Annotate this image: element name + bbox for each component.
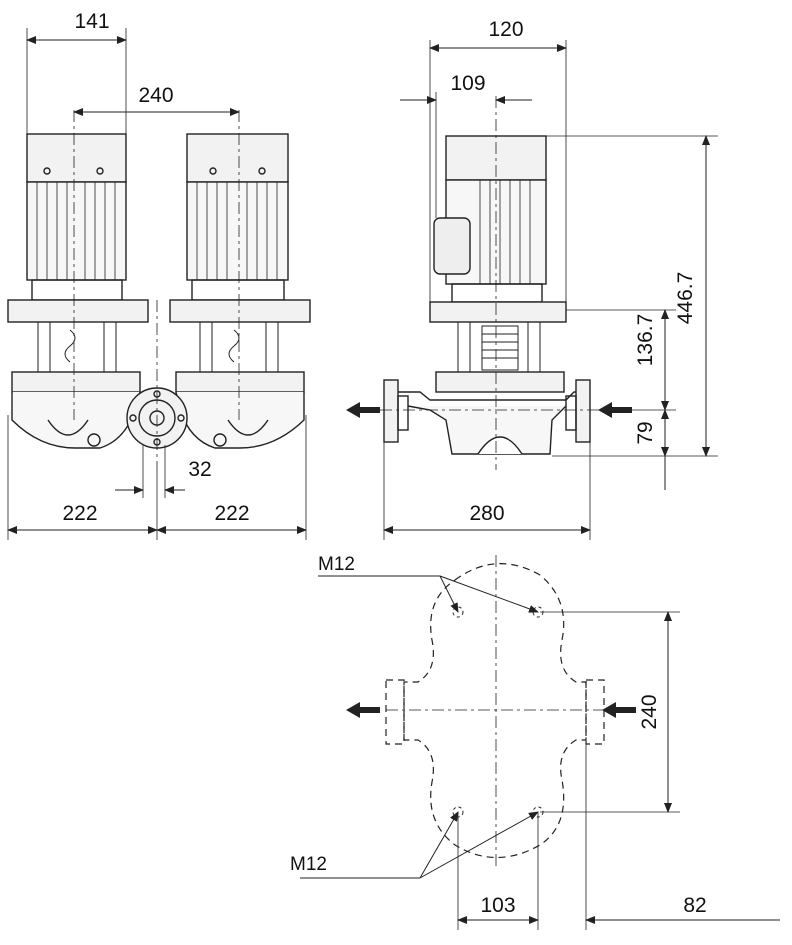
dim-side-motor-width: 120 <box>488 18 523 41</box>
dim-motor-width: 141 <box>74 10 109 33</box>
dim-flange-offset: 32 <box>188 458 211 481</box>
dim-right-half-width: 222 <box>214 502 249 525</box>
left-motor <box>7 133 149 323</box>
dim-base-height: 79 <box>634 421 657 444</box>
dim-side-total-width: 280 <box>469 502 504 525</box>
thread-label-top: M12 <box>318 554 355 575</box>
dim-motor-spacing: 240 <box>138 84 173 107</box>
dim-bolt-spacing: 240 <box>638 694 661 729</box>
dim-total-height: 446.7 <box>674 272 697 325</box>
flow-in-arrow-icon <box>602 702 636 718</box>
right-motor <box>169 133 311 323</box>
twin-pump-housing <box>11 371 305 449</box>
thread-label-bottom: M12 <box>290 854 327 875</box>
dim-left-half-width: 222 <box>62 502 97 525</box>
side-view <box>380 40 718 540</box>
dim-side-motor-offset: 109 <box>450 72 485 95</box>
front-view <box>7 28 311 540</box>
dim-bolt-width: 103 <box>480 894 515 917</box>
dim-outer-offset: 82 <box>683 894 706 917</box>
dim-flange-height: 136.7 <box>634 314 657 367</box>
bolt-pattern-view <box>300 555 780 930</box>
flow-out-arrow-icon <box>346 402 380 418</box>
flow-in-arrow-icon <box>598 402 632 418</box>
flow-out-arrow-icon <box>346 702 380 718</box>
